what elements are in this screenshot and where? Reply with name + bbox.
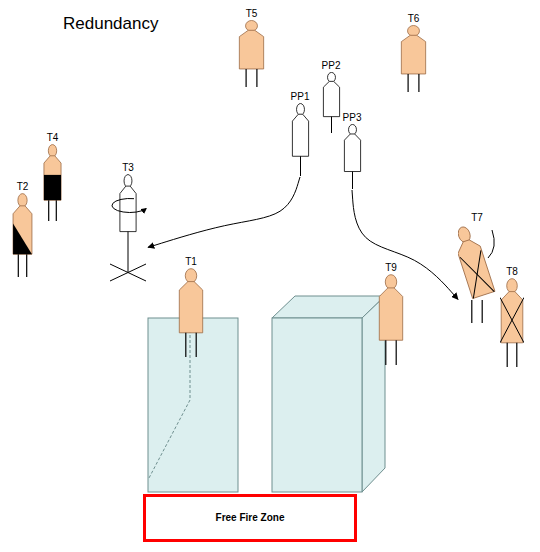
target-figure bbox=[458, 224, 496, 324]
no-shoot-mask bbox=[13, 224, 32, 255]
target-head bbox=[18, 194, 27, 207]
target-figure bbox=[342, 124, 363, 190]
rotation-arrow bbox=[112, 199, 146, 213]
target-body bbox=[458, 237, 495, 298]
target-body bbox=[323, 81, 339, 116]
target-stand bbox=[507, 343, 508, 367]
target: T9 bbox=[378, 262, 404, 366]
target-label: PP1 bbox=[290, 91, 311, 103]
target-body bbox=[401, 35, 425, 74]
turner-pole bbox=[128, 232, 129, 272]
target-label: T5 bbox=[238, 8, 265, 20]
target: T2 bbox=[12, 181, 33, 278]
swing-mask bbox=[460, 250, 494, 298]
target: T6 bbox=[400, 13, 427, 93]
target-stand bbox=[246, 69, 247, 87]
target-figure bbox=[321, 72, 342, 134]
target-label: T3 bbox=[108, 162, 148, 174]
target: PP3 bbox=[342, 112, 363, 190]
target-figure bbox=[290, 103, 311, 177]
target-stand bbox=[385, 340, 386, 365]
swing-arc bbox=[488, 230, 494, 258]
target-label: T4 bbox=[43, 132, 62, 144]
movement-path bbox=[148, 177, 300, 247]
target-head bbox=[348, 124, 356, 134]
free-fire-zone: Free Fire Zone bbox=[143, 494, 357, 542]
target-label: PP2 bbox=[321, 60, 342, 72]
target-head bbox=[48, 145, 56, 157]
target: T5 bbox=[238, 8, 265, 88]
target-body bbox=[239, 30, 263, 69]
target-figure bbox=[400, 25, 427, 93]
cross-mask bbox=[500, 297, 524, 342]
target-stand bbox=[185, 333, 186, 357]
no-shoot-mask bbox=[44, 175, 61, 200]
turner-base bbox=[110, 264, 146, 281]
target-figure bbox=[108, 174, 148, 284]
stage-title: Redundancy bbox=[63, 14, 158, 34]
target-stand bbox=[196, 333, 197, 357]
target-head bbox=[385, 275, 396, 290]
target-stand bbox=[26, 254, 27, 277]
target-body bbox=[344, 134, 360, 172]
target-head bbox=[507, 279, 518, 293]
movement-path bbox=[352, 190, 458, 299]
target: PP2 bbox=[321, 60, 342, 134]
target-stand bbox=[418, 74, 419, 92]
post bbox=[331, 117, 332, 133]
target-stand bbox=[256, 69, 257, 87]
target-figure bbox=[500, 278, 524, 368]
target: T7 bbox=[458, 212, 496, 324]
target-head bbox=[185, 269, 196, 283]
target-figure bbox=[12, 193, 33, 278]
target-stand bbox=[48, 200, 49, 221]
target-stand bbox=[408, 74, 409, 92]
target-figure bbox=[238, 20, 265, 88]
target: T1 bbox=[178, 256, 204, 358]
target-label: T7 bbox=[458, 212, 496, 224]
target-label: PP3 bbox=[342, 112, 363, 124]
target-body bbox=[44, 156, 61, 200]
target-body bbox=[120, 186, 136, 232]
barricade-face bbox=[272, 318, 362, 492]
target: T4 bbox=[43, 132, 62, 222]
target-figure bbox=[178, 268, 204, 358]
target-label: T2 bbox=[12, 181, 33, 193]
target: T3 bbox=[108, 162, 148, 284]
barricade-face bbox=[148, 318, 238, 492]
target-stand bbox=[56, 200, 57, 221]
target-stand bbox=[396, 340, 397, 365]
target-label: T1 bbox=[178, 256, 204, 268]
target-head bbox=[296, 104, 304, 116]
right-barricade bbox=[272, 296, 385, 492]
target-stand bbox=[482, 300, 483, 323]
target-stand bbox=[471, 300, 472, 323]
target-head bbox=[246, 20, 258, 31]
target-stand bbox=[18, 254, 19, 277]
target-label: T6 bbox=[400, 13, 427, 25]
target-body bbox=[379, 288, 402, 340]
cross-mask bbox=[500, 297, 524, 342]
target-head bbox=[327, 72, 335, 82]
target-label: T9 bbox=[378, 262, 404, 274]
swing-mask bbox=[460, 250, 494, 298]
target: T8 bbox=[500, 266, 524, 368]
post bbox=[300, 156, 301, 176]
target-head bbox=[124, 175, 132, 188]
target-label: T8 bbox=[500, 266, 524, 278]
turner-base bbox=[110, 264, 146, 281]
post bbox=[352, 172, 353, 189]
target-stand bbox=[516, 343, 517, 367]
target-body bbox=[292, 114, 308, 156]
target: PP1 bbox=[290, 91, 311, 177]
target-head bbox=[408, 25, 420, 36]
target-figure bbox=[43, 144, 62, 222]
target-body bbox=[13, 206, 32, 254]
zone-label: Free Fire Zone bbox=[216, 512, 285, 524]
target-figure bbox=[378, 274, 404, 366]
target-body bbox=[179, 282, 202, 333]
hidden-edge bbox=[149, 400, 190, 478]
